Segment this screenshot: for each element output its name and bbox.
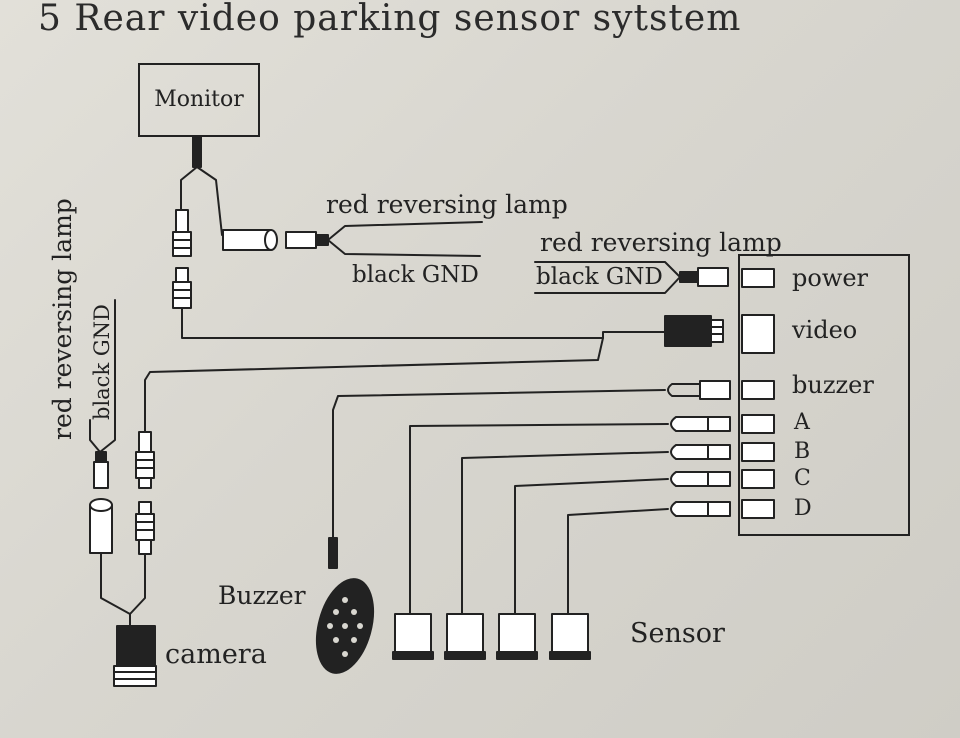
port-label-d: D [794,496,812,521]
sensor-label: Sensor [630,618,725,649]
ecu-socket-c [741,469,775,489]
sensor-c-cable [514,478,669,615]
ecu-video-socket [741,314,775,354]
sensor-a-plug-tip [670,416,709,432]
video-extension-cable [181,307,666,339]
sensor-a-cable [409,423,669,615]
camera-video-cable [144,337,604,433]
port-label-c: C [794,466,811,491]
port-label-a: A [794,410,810,435]
monitor-cable-split [180,166,223,236]
ecu-power-wires [534,261,681,294]
ecu-socket-d [741,499,775,519]
ecu-video-connector [664,315,712,347]
monitor-red-wire-label: red reversing lamp [326,190,568,219]
port-label-power: power [792,264,869,292]
video-extension-plug-body [172,281,192,309]
camera-base [113,665,157,687]
sensor-b-plug [707,444,731,460]
port-label-b: B [794,439,811,464]
sensor-a [394,613,432,657]
monitor-power-barrel [222,229,272,251]
ecu-power-plug [697,267,729,287]
port-label-video: video [792,316,858,344]
ecu-buzzer-socket [741,380,775,400]
buzzer-plug-tip [667,383,701,397]
sensor-d-plug-tip [670,501,709,517]
diagram-title: 5 Rear video parking sensor sytstem [38,0,742,39]
sensor-b [446,613,484,657]
camera-body [116,625,156,667]
monitor-cable-stub [192,136,202,168]
monitor-label: Monitor [154,87,244,112]
camera-cable-plug-top [138,501,152,515]
buzzer-cable [332,389,666,539]
monitor-video-plug-top [175,209,189,233]
camera-label: camera [165,639,267,670]
buzzer-plug [699,380,731,400]
ecu-red-wire-label: red reversing lamp [540,228,782,257]
monitor-video-plug-body [172,231,192,257]
camera-video-plug-body [135,451,155,479]
monitor-power-plug [285,231,317,249]
camera-power-plug [93,461,109,489]
camera-power-barrel [89,504,113,554]
camera-cable-plug-body [135,513,155,541]
sensor-b-cable [461,451,669,615]
monitor-power-wires [327,221,483,257]
sensor-c-plug-tip [670,471,709,487]
sensor-b-plug-tip [670,444,709,460]
sensor-d-plug [707,501,731,517]
ecu-power-socket [741,268,775,288]
sensor-d [551,613,589,657]
camera-power-wires [89,299,116,453]
video-extension-plug-top [175,267,189,283]
ecu-black-wire-label: black GND [536,264,663,290]
ecu-socket-a [741,414,775,434]
sensor-a-plug [707,416,731,432]
port-label-buzzer: buzzer [792,371,874,399]
sensor-c-plug [707,471,731,487]
camera-black-wire-label: black GND [90,304,114,420]
camera-cable-join [100,552,146,627]
camera-video-plug-top [138,431,152,453]
sensor-d-cable [567,508,669,615]
monitor-box: Monitor [138,63,260,137]
camera-red-wire-label: red reversing lamp [48,198,77,440]
buzzer-holes [327,597,363,657]
control-unit-box [738,254,910,536]
ecu-socket-b [741,442,775,462]
buzzer-label: Buzzer [218,581,306,610]
monitor-black-wire-label: black GND [352,262,479,288]
sensor-c [498,613,536,657]
